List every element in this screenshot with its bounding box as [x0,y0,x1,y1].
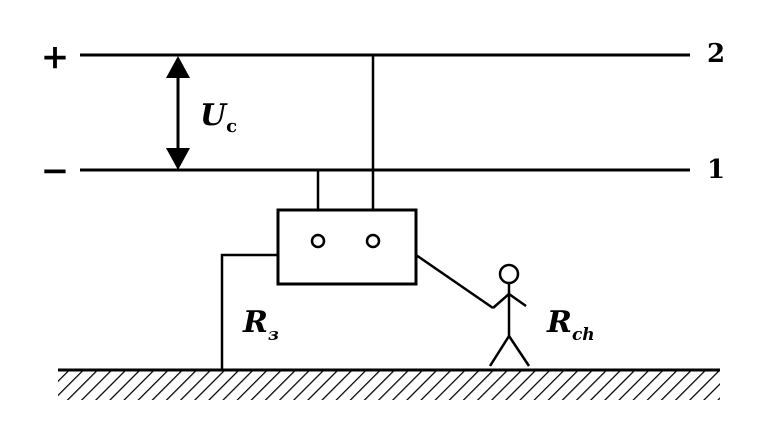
ground-resistance-label: Rз [242,305,279,345]
device-enclosure [276,208,418,286]
conductor-1-label: 1 [707,155,725,185]
terminal-icon [365,233,381,249]
plus-sign: + [41,37,70,77]
minus-sign: − [41,151,70,191]
person-resistance-label: Rch [546,305,595,345]
terminal-icon [310,233,326,249]
arrow-double-vertical-icon [166,56,190,170]
conductor-2-label: 2 [707,39,725,69]
voltage-indicator: Uc [166,56,237,170]
grounding-wire [220,253,278,370]
touch-line [415,253,494,310]
monitoring-device [276,208,418,286]
person-icon [488,263,531,367]
conductor-2: + 2 [41,37,725,77]
conductor-1: − 1 [41,151,725,191]
voltage-label: Uc [200,98,237,137]
ground-hatch-icon [58,368,720,400]
